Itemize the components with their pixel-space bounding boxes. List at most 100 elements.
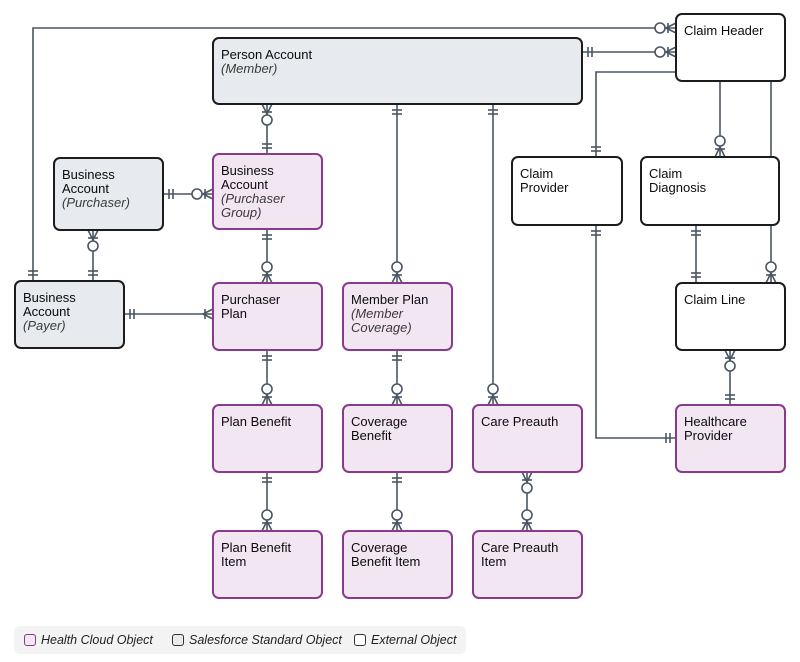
- relationship-line: [595, 71, 676, 157]
- one-cardinality-marker: [88, 270, 98, 276]
- object-title: Account: [62, 181, 109, 196]
- legend-health: Health Cloud Object: [24, 633, 153, 647]
- object-box: [212, 37, 583, 105]
- health-swatch-icon: [24, 634, 36, 646]
- object-box: [212, 530, 323, 599]
- object-title: Claim Line: [684, 292, 745, 307]
- object-title: Plan: [221, 306, 247, 321]
- object-box: [675, 282, 786, 351]
- object-box: [14, 280, 125, 349]
- object-box: [53, 157, 164, 231]
- one-cardinality-marker: [392, 355, 402, 361]
- object-box: [675, 13, 786, 82]
- many-cardinality-marker: [391, 509, 403, 532]
- object-title: Account: [221, 177, 268, 192]
- object-title: Claim Header: [684, 23, 764, 38]
- object-title: Plan Benefit: [221, 540, 291, 555]
- object-title: Purchaser: [221, 292, 281, 307]
- one-cardinality-marker: [28, 270, 38, 276]
- cardinality-markers: [28, 22, 777, 532]
- object-box: [472, 404, 583, 473]
- object-title: Provider: [684, 428, 733, 443]
- object-box: [511, 156, 623, 226]
- one-cardinality-marker: [262, 234, 272, 240]
- object-title: Person Account: [221, 47, 312, 62]
- object-title: Item: [221, 554, 246, 569]
- many-cardinality-marker: [261, 383, 273, 406]
- many-cardinality-marker: [765, 261, 777, 284]
- object-subtitle: (Member): [221, 61, 277, 76]
- one-cardinality-marker: [591, 230, 601, 236]
- one-cardinality-marker: [129, 309, 135, 319]
- many-cardinality-marker: [261, 103, 273, 126]
- object-title: Claim: [520, 166, 553, 181]
- many-cardinality-marker: [87, 229, 99, 252]
- many-cardinality-marker: [391, 383, 403, 406]
- many-cardinality-marker: [391, 261, 403, 284]
- one-cardinality-marker: [691, 230, 701, 236]
- object-subtitle: (Purchaser: [221, 191, 285, 206]
- object-title: Benefit: [351, 428, 392, 443]
- object-box: [342, 282, 453, 351]
- object-box: [675, 404, 786, 473]
- legend-standard-label: Salesforce Standard Object: [189, 633, 342, 647]
- object-title: Care Preauth: [481, 414, 558, 429]
- many-cardinality-marker: [487, 383, 499, 406]
- object-title: Claim: [649, 166, 682, 181]
- object-box: [212, 282, 323, 351]
- many-cardinality-marker: [191, 188, 214, 200]
- legend-external: External Object: [354, 633, 456, 647]
- object-boxes: Person Account(Member) Claim HeaderBusine…: [14, 13, 786, 599]
- one-cardinality-marker: [262, 143, 272, 149]
- object-claim-header: Claim Header: [675, 13, 786, 82]
- legend: Health Cloud Object Salesforce Standard …: [14, 626, 466, 654]
- object-subtitle: (Payer): [23, 318, 66, 333]
- external-swatch-icon: [354, 634, 366, 646]
- object-title: Healthcare: [684, 414, 747, 429]
- object-title: Plan Benefit: [221, 414, 291, 429]
- object-title: Coverage: [351, 414, 407, 429]
- one-cardinality-marker: [262, 355, 272, 361]
- object-subtitle: Coverage): [351, 320, 412, 335]
- many-cardinality-marker: [202, 308, 214, 320]
- many-cardinality-marker: [654, 22, 677, 34]
- object-title: Account: [23, 304, 70, 319]
- object-title: Business: [62, 167, 115, 182]
- object-subtitle: (Member: [351, 306, 404, 321]
- object-box: [342, 404, 453, 473]
- many-cardinality-marker: [261, 261, 273, 284]
- many-cardinality-marker: [724, 349, 736, 372]
- object-title: Care Preauth: [481, 540, 558, 555]
- one-cardinality-marker: [587, 47, 593, 57]
- object-person-account: Person Account(Member): [212, 37, 583, 105]
- standard-swatch-icon: [172, 634, 184, 646]
- object-box: [212, 404, 323, 473]
- object-title: Coverage: [351, 540, 407, 555]
- many-cardinality-marker: [521, 509, 533, 532]
- legend-health-label: Health Cloud Object: [41, 633, 153, 647]
- many-cardinality-marker: [521, 471, 533, 494]
- object-claim-line: Claim Line: [675, 282, 786, 351]
- object-title: Item: [481, 554, 506, 569]
- one-cardinality-marker: [392, 477, 402, 483]
- one-cardinality-marker: [691, 272, 701, 278]
- relationship-line: [32, 27, 676, 281]
- object-title: Business: [23, 290, 76, 305]
- object-box: [472, 530, 583, 599]
- object-box: [640, 156, 780, 226]
- object-subtitle: (Purchaser): [62, 195, 130, 210]
- one-cardinality-marker: [725, 394, 735, 400]
- object-title: Benefit Item: [351, 554, 420, 569]
- object-subtitle: Group): [221, 205, 261, 220]
- object-title: Member Plan: [351, 292, 428, 307]
